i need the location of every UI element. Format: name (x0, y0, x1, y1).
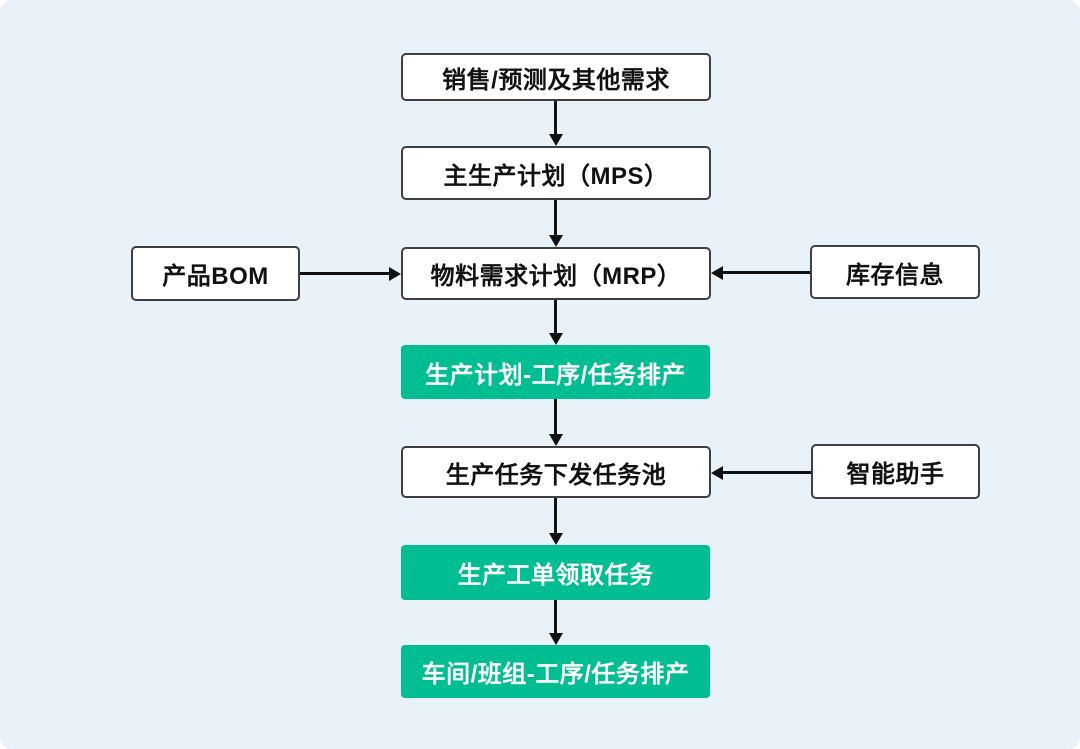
node-product-bom: 产品BOM (131, 246, 300, 301)
arrow-mrp-to-plan-scheduling (554, 300, 557, 333)
node-plan-scheduling: 生产计划-工序/任务排产 (401, 345, 710, 399)
node-workshop-scheduling: 车间/班组-工序/任务排产 (401, 645, 710, 698)
arrow-bom-to-mrp (300, 272, 389, 275)
arrow-mps-to-mrp (554, 200, 557, 235)
arrow-sales-to-mps (554, 101, 557, 134)
arrow-task-pool-to-work-order (554, 498, 557, 533)
arrow-assistant-to-task-pool (723, 471, 811, 474)
node-sales-forecast: 销售/预测及其他需求 (401, 53, 711, 101)
node-mrp: 物料需求计划（MRP） (401, 247, 711, 300)
node-smart-assistant: 智能助手 (811, 444, 980, 499)
node-work-order-claim: 生产工单领取任务 (401, 545, 710, 600)
arrow-inventory-to-mrp (723, 271, 810, 274)
arrow-plan-scheduling-to-task-pool (554, 399, 557, 434)
node-task-pool: 生产任务下发任务池 (401, 446, 711, 498)
arrow-work-order-to-workshop (554, 600, 557, 633)
node-inventory-info: 库存信息 (810, 245, 980, 299)
node-mps: 主生产计划（MPS） (401, 146, 711, 200)
